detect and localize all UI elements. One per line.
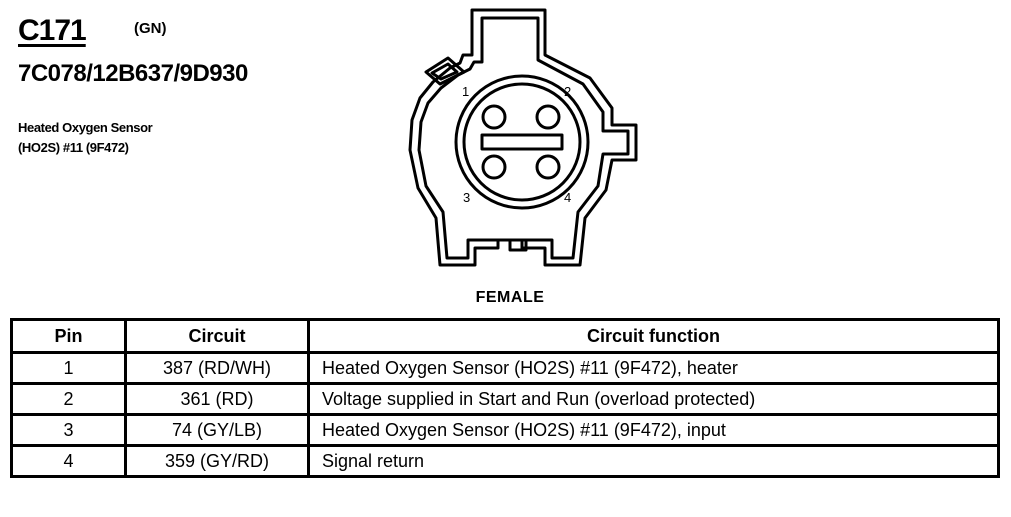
table-row: 4 359 (GY/RD) Signal return [10, 444, 1000, 478]
header-pin: Pin [10, 318, 127, 354]
table-row: 1 387 (RD/WH) Heated Oxygen Sensor (HO2S… [10, 351, 1000, 385]
connector-color-code: (GN) [134, 20, 167, 37]
table-header-row: Pin Circuit Circuit function [10, 318, 1000, 354]
pin-hole-1 [481, 104, 507, 130]
cell-function: Signal return [307, 444, 1000, 478]
pin-label-3: 3 [463, 190, 470, 205]
cell-circuit: 74 (GY/LB) [124, 413, 310, 447]
key-slot [508, 238, 528, 252]
cell-function: Heated Oxygen Sensor (HO2S) #11 (9F472),… [307, 413, 1000, 447]
cavity-ring-outer [454, 74, 590, 210]
cell-circuit: 361 (RD) [124, 382, 310, 416]
component-description-line-2: (HO2S) #11 (9F472) [18, 140, 129, 155]
pin-label-1: 1 [462, 84, 469, 99]
part-numbers: 7C078/12B637/9D930 [18, 60, 248, 87]
connector-id: C171 [18, 14, 87, 47]
cell-pin: 2 [10, 382, 127, 416]
cell-pin: 3 [10, 413, 127, 447]
header-circuit-function: Circuit function [307, 318, 1000, 354]
connector-gender-label: FEMALE [475, 289, 545, 306]
latch-tab [424, 56, 466, 86]
cell-pin: 1 [10, 351, 127, 385]
cell-function: Voltage supplied in Start and Run (overl… [307, 382, 1000, 416]
pin-hole-3 [481, 154, 507, 180]
pin-hole-4 [535, 154, 561, 180]
cell-circuit: 387 (RD/WH) [124, 351, 310, 385]
pin-hole-2 [535, 104, 561, 130]
header-circuit: Circuit [124, 318, 310, 354]
table-row: 2 361 (RD) Voltage supplied in Start and… [10, 382, 1000, 416]
connector-housing-inner [417, 16, 630, 260]
table-row: 3 74 (GY/LB) Heated Oxygen Sensor (HO2S)… [10, 413, 1000, 447]
cell-pin: 4 [10, 444, 127, 478]
pinout-table: Pin Circuit Circuit function 1 387 (RD/W… [10, 318, 1000, 478]
component-description-line-1: Heated Oxygen Sensor [18, 120, 153, 135]
cell-function: Heated Oxygen Sensor (HO2S) #11 (9F472),… [307, 351, 1000, 385]
connector-face-diagram: 1 2 3 4 [408, 8, 638, 267]
cavity-ring-inner [462, 82, 582, 202]
center-key-bar [480, 133, 564, 151]
pin-label-4: 4 [564, 190, 571, 205]
cell-circuit: 359 (GY/RD) [124, 444, 310, 478]
component-description: Heated Oxygen Sensor (HO2S) #11 (9F472) [18, 118, 153, 158]
pin-label-2: 2 [564, 84, 571, 99]
